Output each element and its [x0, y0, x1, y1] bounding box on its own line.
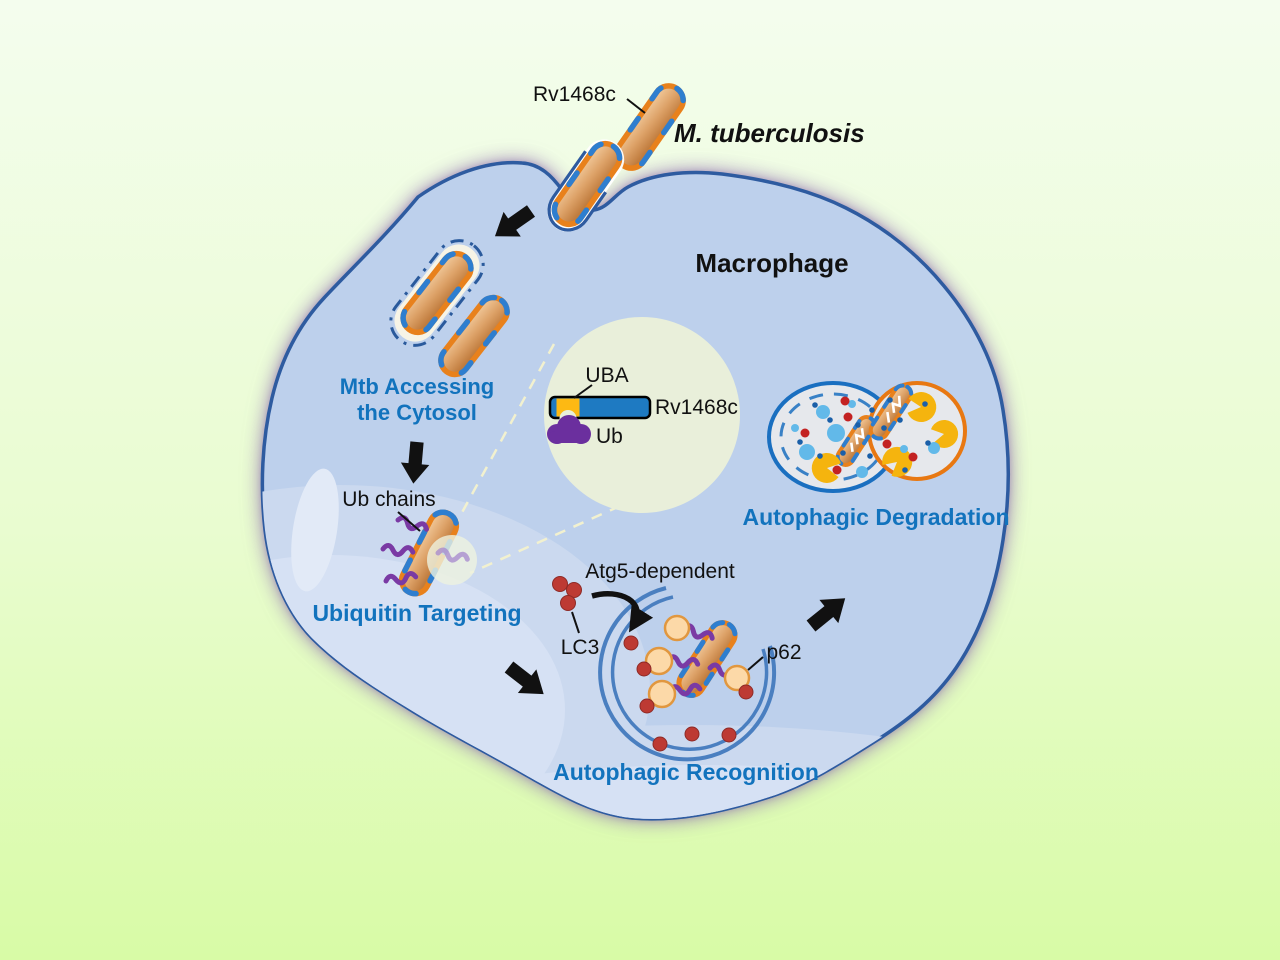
ubiquitin-icon: [547, 415, 591, 444]
mtb-bacterium-cytosolic: [438, 294, 510, 378]
label-atg5-dependent: Atg5-dependent: [585, 560, 735, 583]
arrow-to-recognition: [504, 661, 544, 695]
label-lc3: LC3: [560, 636, 600, 659]
label-m-tuberculosis: M. tuberculosis: [674, 118, 865, 148]
label-ub-chains: Ub chains: [342, 488, 436, 511]
label-p62: p62: [766, 641, 802, 664]
lc3-dots: [552, 576, 754, 752]
label-mtb-accessing-line1: Mtb Accessing: [339, 374, 495, 399]
degrading-bacteria: [835, 383, 914, 467]
label-autophagic-recognition: Autophagic Recognition: [553, 759, 819, 785]
atg5-arrow: [591, 590, 654, 633]
lc3-pointer-line: [571, 611, 580, 634]
label-rv1468c-inset: Rv1468c: [655, 396, 738, 419]
arrow-to-degradation: [806, 598, 846, 632]
label-ubiquitin-targeting: Ubiquitin Targeting: [312, 600, 522, 626]
mtb-bacterium-entering: [547, 139, 625, 232]
label-rv1468c-top: Rv1468c: [533, 83, 616, 106]
label-uba: UBA: [585, 364, 629, 387]
label-macrophage: Macrophage: [695, 248, 849, 278]
phagophore-membrane: [598, 586, 777, 762]
rv1468c-pointer-line: [626, 98, 646, 114]
label-mtb-accessing-line2: the Cytosol: [357, 400, 477, 425]
p62-pointer-line: [747, 656, 764, 671]
phagocytic-cup-membrane: [547, 150, 607, 232]
mtb-bacterium-ruptured-phagosome: [389, 239, 485, 347]
inset-callout-lines: [445, 343, 621, 575]
degradation-debris: [791, 396, 940, 478]
label-autophagic-degradation: Autophagic Degradation: [742, 504, 1010, 530]
autolysosome: [767, 381, 967, 493]
ub-chain-faded: [435, 547, 470, 563]
ruptured-phagosome-membrane: [389, 239, 485, 347]
p62-proteins: [644, 614, 751, 709]
ub-chains-pointer-line: [397, 511, 421, 532]
arrow-to-targeting: [400, 441, 430, 484]
label-ub: Ub: [596, 425, 623, 448]
uba-pointer-line: [573, 384, 593, 399]
lysosomal-enzymes: [811, 392, 959, 483]
arrow-entry: [494, 205, 536, 237]
